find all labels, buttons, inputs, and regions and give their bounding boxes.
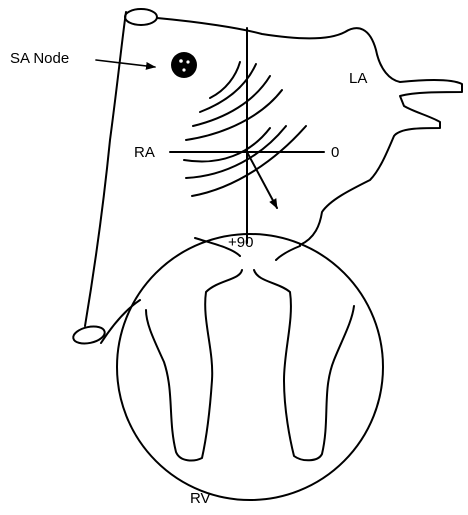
atrium-outline xyxy=(85,12,462,326)
ventricle-circle xyxy=(117,234,383,500)
right-ventricle-label: RV xyxy=(190,491,211,506)
wavefront-arc xyxy=(193,76,270,126)
sa-node-dot xyxy=(171,52,197,78)
sa-node-highlight xyxy=(179,59,183,63)
sa-node-highlight xyxy=(182,68,185,71)
left-inner-chamber xyxy=(146,270,242,460)
right-atrium-label: RA xyxy=(134,145,155,160)
left-atrium-label: LA xyxy=(349,71,367,86)
zero-degree-label: 0 xyxy=(331,145,339,160)
sa-node-highlight xyxy=(186,60,189,63)
mean-vector-arrow xyxy=(247,152,277,208)
sa-node-pointer-arrow xyxy=(96,60,155,67)
superior-vena-cava-opening xyxy=(125,9,157,25)
wavefront-arcs xyxy=(184,62,306,196)
sa-node-label: SA Node xyxy=(10,51,69,66)
wavefront-arc xyxy=(184,128,270,162)
plus-ninety-degree-label: +90 xyxy=(228,235,253,250)
right-inner-chamber xyxy=(254,270,354,460)
av-boundary-right xyxy=(276,246,300,260)
